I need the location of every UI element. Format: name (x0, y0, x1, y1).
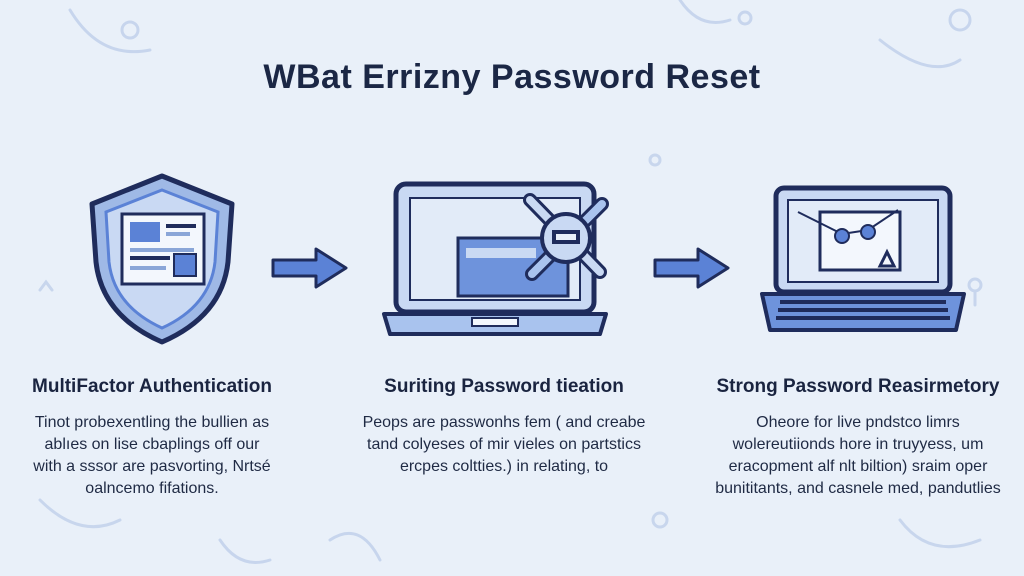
step-2-title: Suriting Password tieation (384, 376, 624, 397)
laptop-icon (760, 185, 966, 332)
page-title: WBat Errizny Password Reset (263, 58, 761, 96)
shield-icon (89, 173, 235, 345)
step-1-line-2: ablıes on lise cbaplings off our (44, 436, 260, 453)
step-2-line-3: ercpes coltties.) in relating, to (399, 458, 609, 475)
step-1-line-1: Tinot probexentling the bullien as (34, 414, 270, 431)
arrow-right-icon (653, 247, 730, 289)
step-3-line-1: Oheore for live pndstco limrs (756, 414, 960, 431)
step-3-title: Strong Password Reasirmetory (716, 376, 1000, 397)
step-2-line-2: tand colyeses of mir vieles on partstics (367, 436, 641, 453)
step-1-line-4: oalncemo fifations. (85, 480, 219, 497)
step-3-description: Oheore for live pndstco limrs wolereutii… (698, 412, 1018, 500)
step-2-line-1: Peops are passwonhs fem ( and creabe (362, 414, 646, 431)
step-3-line-2: wolereutiionds hore in truyyess, um (732, 436, 984, 453)
step-1-line-3: with a sssor are pasvorting, Nrtsé (33, 458, 271, 475)
wrench-icon (523, 193, 609, 281)
step-2-description: Peops are passwonhs fem ( and creabe tan… (344, 412, 664, 478)
step-1-title: MultiFactor Authentication (32, 376, 272, 397)
step-1-description: Tinot probexentling the bullien as ablıe… (0, 412, 312, 500)
arrow-right-icon (271, 247, 348, 289)
step-3-line-4: bunititants, and casnele med, pandutlies (715, 480, 1001, 497)
step-3-line-3: eracopment alf nlt biltion) sraim oper (728, 458, 988, 475)
